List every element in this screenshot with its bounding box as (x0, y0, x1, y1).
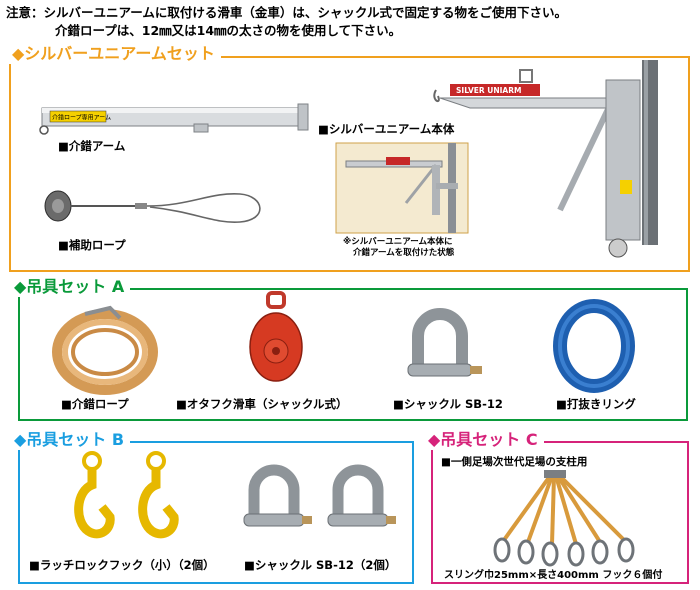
caption-support-arm: ■介錯アーム (58, 139, 126, 153)
notice-line-2: 介錯ロープは、12㎜又は14㎜の太さの物を使用して下さい。 (55, 23, 402, 38)
set-c-title: ◆吊具セット C (424, 430, 544, 450)
set-a-box (18, 288, 688, 421)
punched-ring-image (553, 299, 635, 393)
caption-punched-ring: ■打抜きリング (556, 397, 636, 411)
caption-latch-hook: ■ラッチロックフック（小）（2個） (29, 558, 215, 572)
caption-set-c-subtitle: ■一側足場次世代足場の支柱用 (441, 456, 588, 468)
notice: 注意：シルバーユニアームに取付ける滑車（金車）は、シャックル式で固定する物をご使… (6, 4, 567, 40)
uniarm-body-image: SILVER UNIARM (433, 60, 658, 258)
photo-note-line-2: 介錯アームを取付けた状態 (353, 248, 455, 258)
set-c-box (431, 441, 689, 584)
caption-shackle-pair: ■シャックル SB-12（2個） (244, 558, 397, 572)
silver-uniarm-set-title: ◆シルバーユニアームセット (8, 44, 221, 64)
latch-hook-image (74, 451, 179, 539)
silver-uniarm-set-box (9, 56, 690, 272)
set-a-title: ◆吊具セット A (10, 277, 131, 297)
auxiliary-rope-image (44, 190, 261, 224)
shackle-pair-image (243, 464, 396, 527)
caption-shackle: ■シャックル SB-12 (393, 397, 503, 411)
shackle-image (407, 308, 482, 377)
photo-note-line-1: ※シルバーユニアーム本体に (343, 237, 453, 247)
guide-rope-image (52, 305, 158, 395)
body-logo-text: SILVER UNIARM (456, 86, 521, 95)
set-b-title: ◆吊具セット B (10, 430, 131, 450)
support-arm-image: 介錯ロープ専用アーム (39, 103, 309, 135)
set-b-box (18, 441, 414, 584)
arm-sticker-text: 介錯ロープ専用アーム (52, 114, 111, 122)
caption-auxiliary-rope: ■補助ロープ (58, 238, 126, 252)
caption-guide-rope: ■介錯ロープ (61, 397, 129, 411)
caption-set-c-spec: スリング巾25mm×長さ400mm フック６個付 (444, 570, 663, 581)
caption-otafuku-pulley: ■オタフク滑車（シャックル式） (176, 397, 348, 411)
notice-line-1: 注意：シルバーユニアームに取付ける滑車（金車）は、シャックル式で固定する物をご使… (6, 5, 568, 20)
sling-hooks-image (493, 470, 635, 567)
otafuku-pulley-image (249, 291, 303, 382)
caption-uniarm-body: ■シルバーユニアーム本体 (318, 122, 455, 136)
uniarm-assembled-photo (335, 142, 469, 234)
